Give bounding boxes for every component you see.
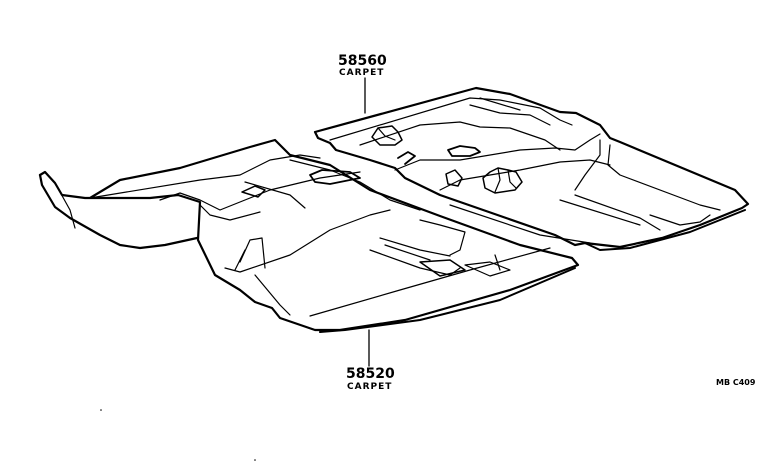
part-name-label: CARPET (347, 382, 393, 392)
part-name-label: CARPET (339, 68, 385, 78)
part-number-label[interactable]: 58520 (346, 366, 395, 382)
part-number-label[interactable]: 58560 (338, 53, 387, 69)
front-carpet-drawing (38, 138, 580, 333)
figure-code: MB C409 (716, 378, 756, 387)
rear-carpet-drawing (313, 86, 750, 251)
